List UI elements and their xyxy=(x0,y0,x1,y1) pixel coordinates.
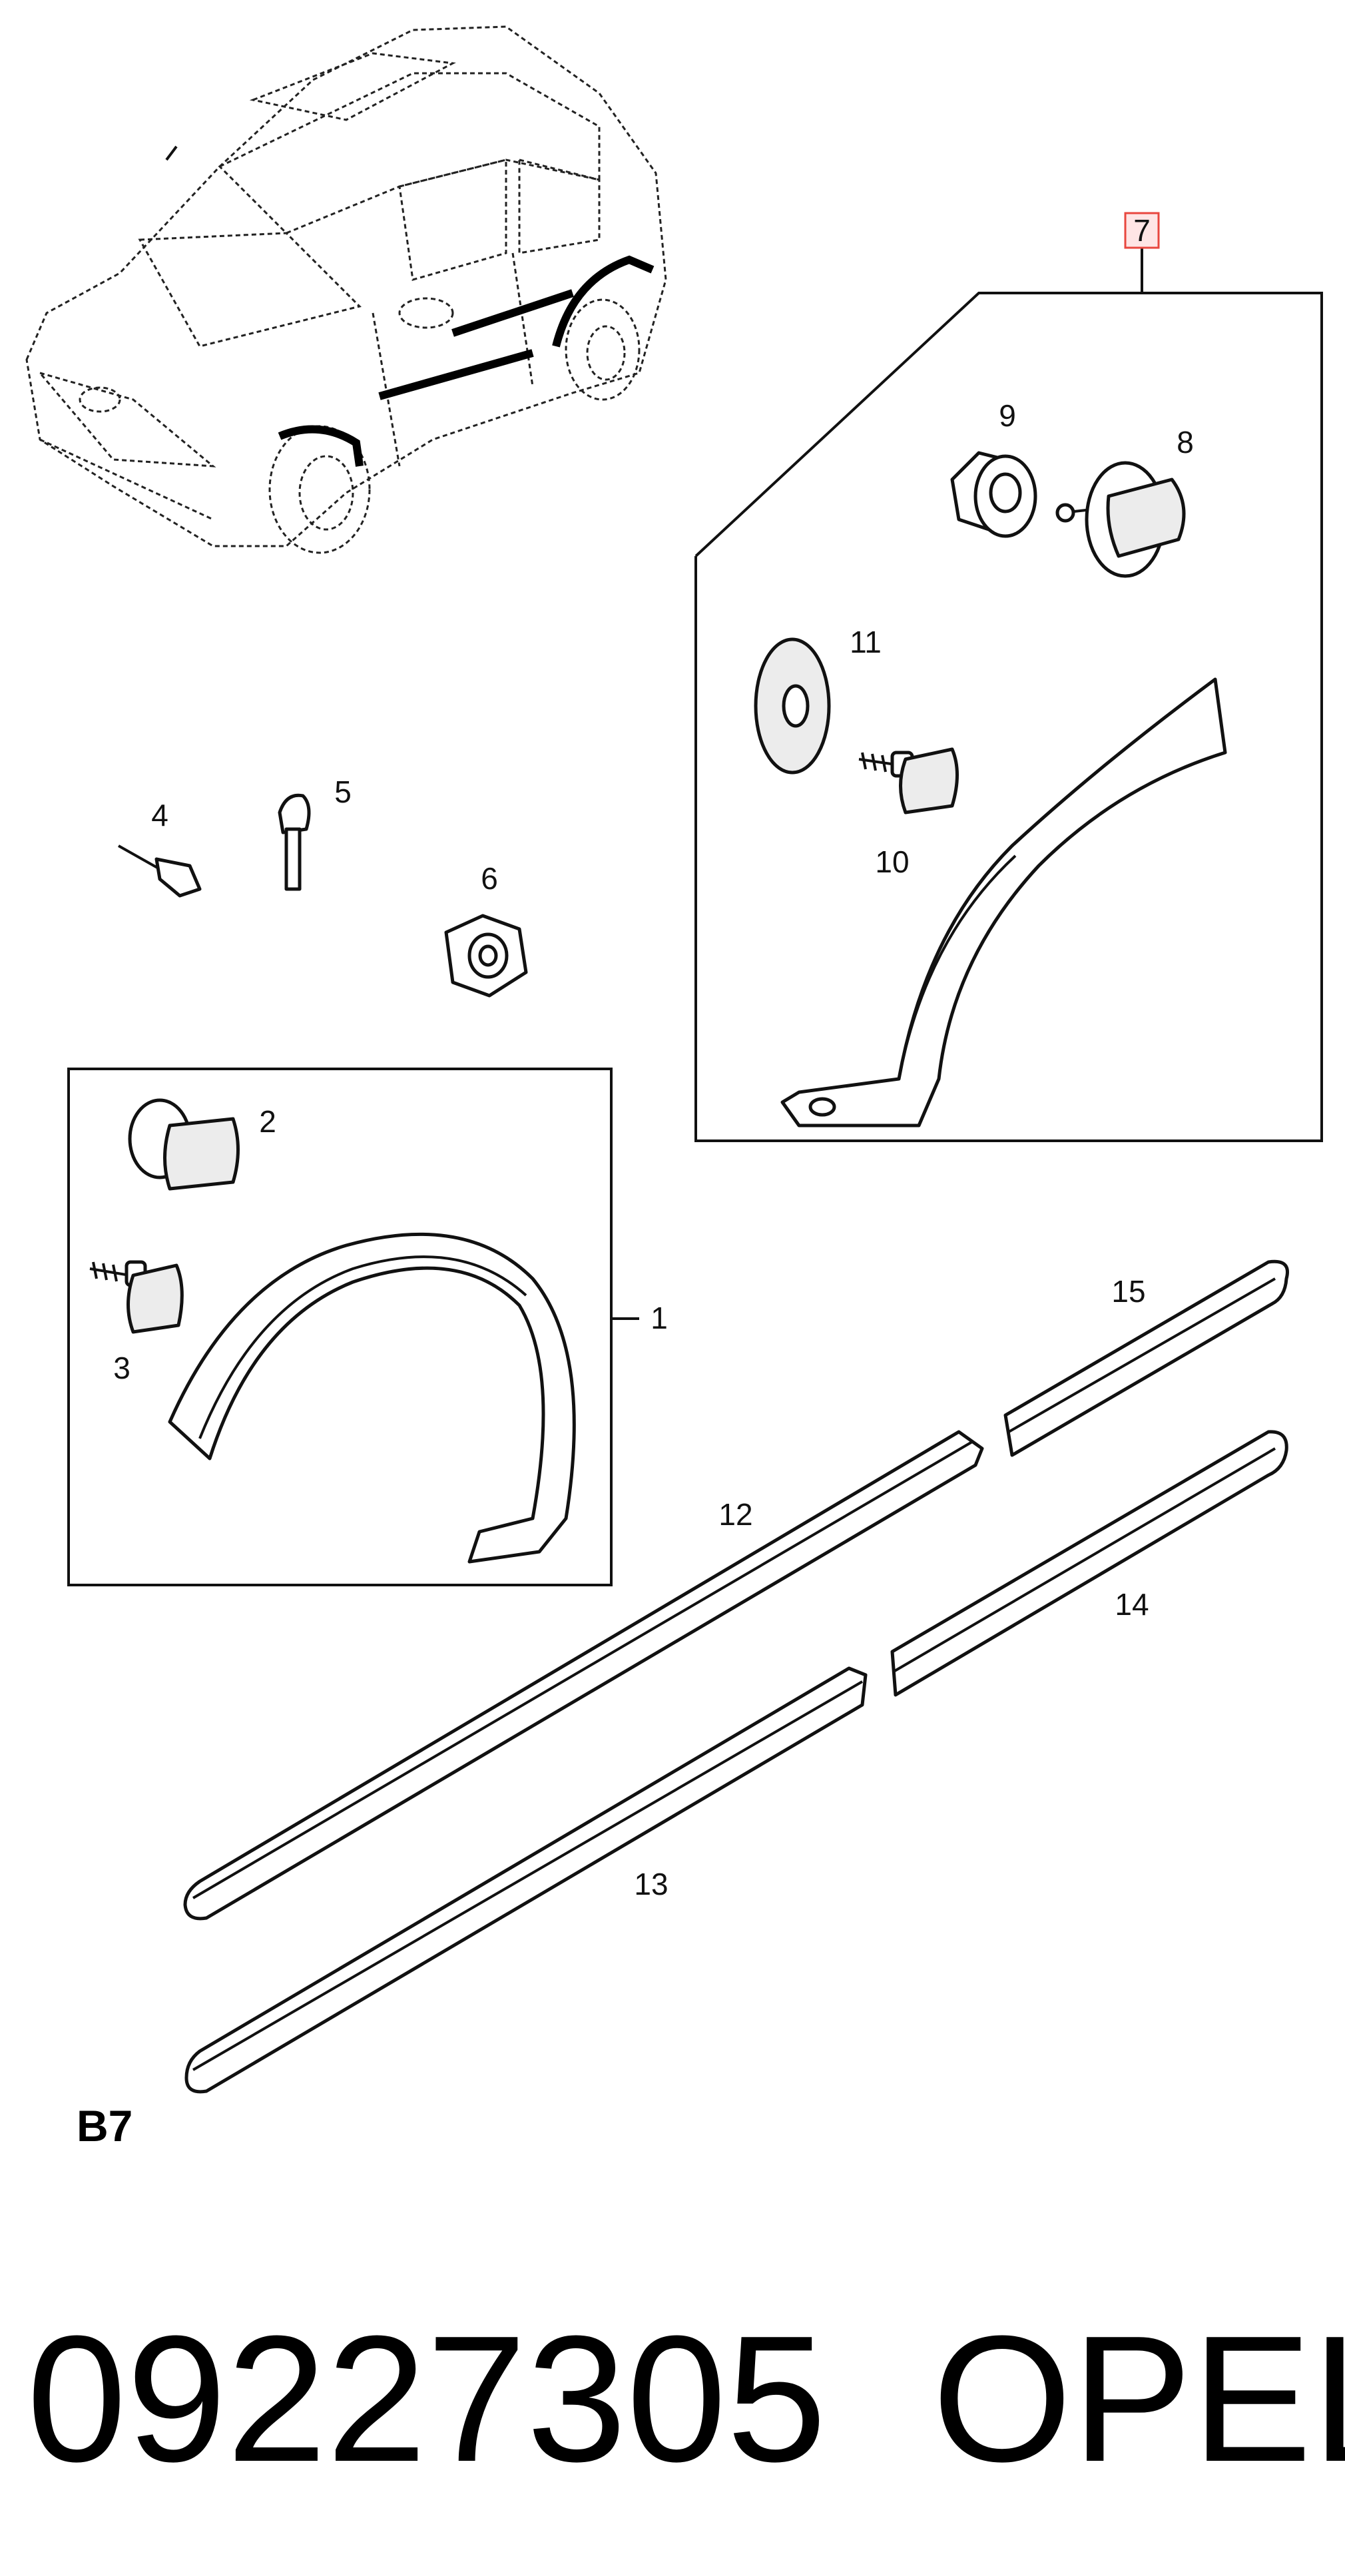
part-14-molding-illustration xyxy=(890,1430,1288,1697)
callout-13: 13 xyxy=(634,1867,668,1901)
callout-6: 6 xyxy=(481,861,498,896)
part-1-wheel-arch-illustration xyxy=(168,1232,576,1564)
part-12-molding-illustration xyxy=(183,1430,984,1921)
part-7-wheel-arch-illustration xyxy=(780,677,1227,1127)
callout-9: 9 xyxy=(999,398,1016,433)
callout-7: 7 xyxy=(1133,213,1151,248)
part-6-nut-illustration xyxy=(444,914,528,998)
part-2-clip-illustration xyxy=(128,1098,240,1191)
callout-2: 2 xyxy=(259,1104,276,1139)
callout-1: 1 xyxy=(651,1301,668,1335)
callout-7-highlight-box xyxy=(1124,212,1160,249)
callout-15: 15 xyxy=(1111,1274,1145,1309)
part-3-screw-illustration xyxy=(89,1260,184,1334)
kit-box-7 xyxy=(694,212,1323,1142)
callout-14: 14 xyxy=(1115,1587,1149,1622)
callout-11: 11 xyxy=(850,625,882,659)
part-5-rivet-illustration xyxy=(278,793,311,891)
part-11-washer-illustration xyxy=(754,637,831,775)
part-8-clip-illustration xyxy=(1055,461,1186,578)
kit-box-1 xyxy=(67,1068,639,1586)
part-9-grommet-illustration xyxy=(950,451,1037,538)
section-code: B7 xyxy=(77,2101,133,2150)
callout-4: 4 xyxy=(151,798,168,832)
car-overview-illustration xyxy=(25,25,667,554)
callout-3: 3 xyxy=(113,1351,131,1385)
callout-5: 5 xyxy=(334,775,352,809)
callout-10: 10 xyxy=(875,844,909,879)
callout-12: 12 xyxy=(718,1497,752,1532)
part-4-pin-illustration xyxy=(118,844,202,898)
part-15-molding-illustration xyxy=(1003,1259,1289,1457)
part-10-screw-illustration xyxy=(858,747,959,814)
part-number: 09227305 xyxy=(27,2299,826,2499)
brand-name: OPEL xyxy=(932,2299,1345,2499)
part-13-molding-illustration xyxy=(184,1666,868,2094)
callout-8: 8 xyxy=(1177,425,1194,460)
